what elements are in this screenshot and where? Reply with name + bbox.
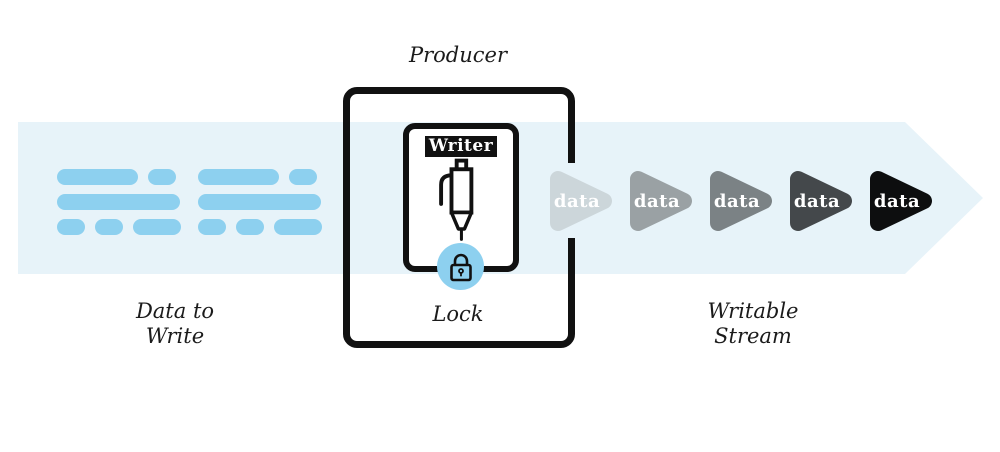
data-dash <box>274 219 322 235</box>
chunk-label: data <box>793 190 841 212</box>
data-to-write-caption: Data to Write <box>135 299 215 348</box>
producer-caption: Producer <box>408 43 507 67</box>
data-to-write-dashes <box>57 169 181 244</box>
chunk-triangle-icon <box>790 171 852 231</box>
data-dash <box>236 219 264 235</box>
data-dash <box>198 169 279 185</box>
data-dash <box>289 169 317 185</box>
chunk-triangle-icon <box>710 171 772 231</box>
data-dash <box>198 194 321 210</box>
data-chunk: data <box>788 168 854 234</box>
data-chunk: data <box>708 168 774 234</box>
lock-caption: Lock <box>432 302 484 326</box>
data-chunks: data data data data data <box>548 168 934 234</box>
chunk-triangle-icon <box>870 171 932 231</box>
writer-label: Writer <box>424 136 498 157</box>
data-dash <box>148 169 176 185</box>
lock-badge <box>437 243 484 290</box>
data-dash <box>95 219 123 235</box>
data-chunk: data <box>548 168 614 234</box>
padlock-icon <box>449 253 472 281</box>
data-to-write-dashes <box>198 169 322 244</box>
data-chunk: data <box>628 168 694 234</box>
chunk-triangle-icon <box>630 171 692 231</box>
data-dash <box>133 219 181 235</box>
data-chunk: data <box>868 168 934 234</box>
writable-stream-caption: Writable Stream <box>707 299 799 348</box>
data-dash <box>57 194 180 210</box>
data-dash <box>57 169 138 185</box>
data-dash <box>57 219 85 235</box>
writer-box: Writer <box>403 123 519 272</box>
chunk-label: data <box>553 190 601 212</box>
chunk-triangle-icon <box>550 171 612 231</box>
data-dash <box>198 219 226 235</box>
chunk-label: data <box>873 190 921 212</box>
chunk-label: data <box>713 190 761 212</box>
pen-icon <box>439 158 474 241</box>
chunk-label: data <box>633 190 681 212</box>
